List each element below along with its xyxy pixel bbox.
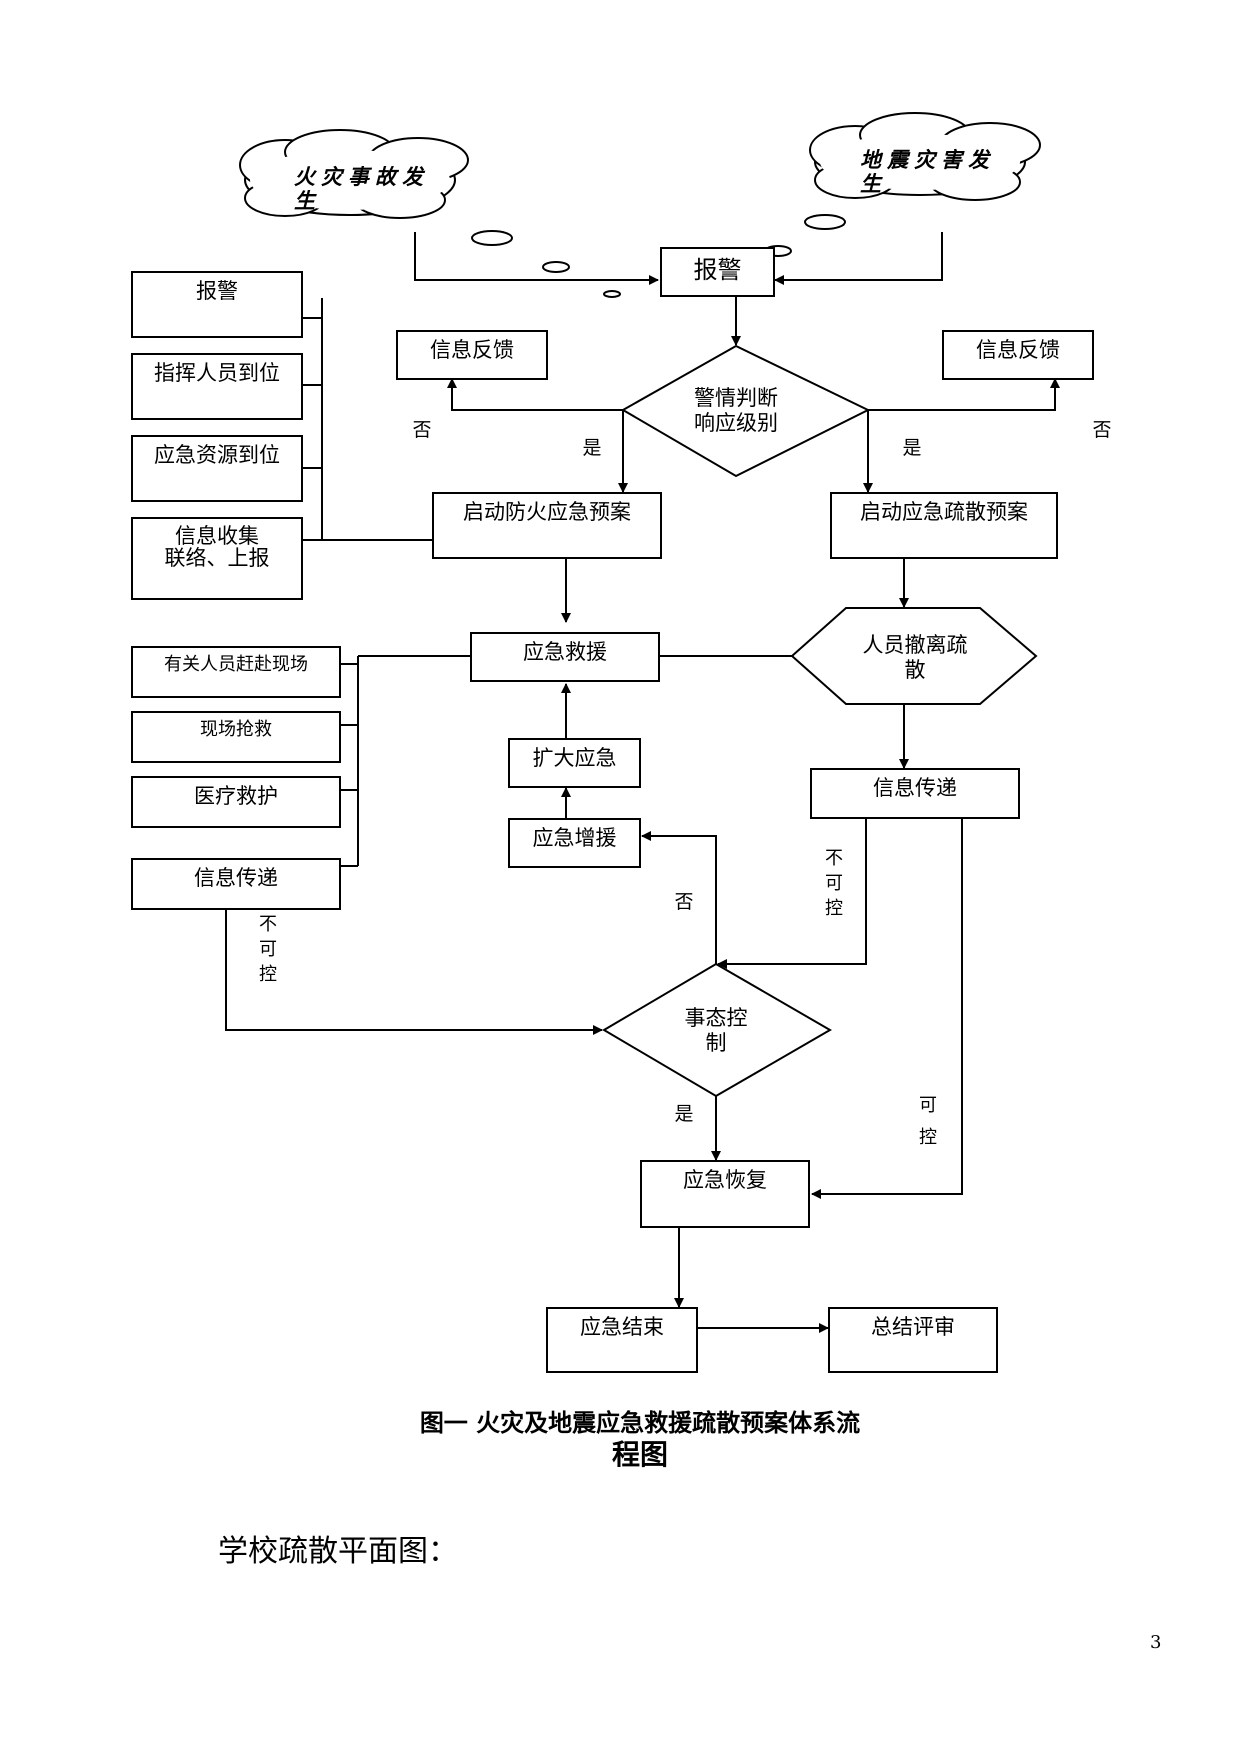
cloud-fire-shape bbox=[239, 129, 469, 219]
judge-diamond-label: 警情判断 响应级别 bbox=[694, 386, 778, 435]
figure-caption-line2: 程图 bbox=[611, 1438, 668, 1471]
info-relay-right-box: 信息传递 bbox=[810, 768, 1020, 819]
quake-event-cloud-label: 地震灾害发生 bbox=[860, 147, 995, 196]
label-uncontrollable-right: 不 可 控 bbox=[825, 848, 843, 919]
checklist-commanders: 指挥人员到位 bbox=[131, 353, 303, 420]
fire-plan-box: 启动防火应急预案 bbox=[432, 492, 662, 559]
label-controllable: 可 控 bbox=[919, 1095, 937, 1148]
figure-caption-line1: 图一 火灾及地震应急救援疏散预案体系流 bbox=[419, 1409, 861, 1437]
feedback-left-box: 信息反馈 bbox=[396, 330, 548, 380]
alarm-box: 报警 bbox=[660, 247, 775, 297]
recovery-box: 应急恢复 bbox=[640, 1160, 810, 1228]
evac-plan-box: 启动应急疏散预案 bbox=[830, 492, 1058, 559]
fire-event-cloud-label: 火灾事故发生 bbox=[294, 164, 429, 213]
expand-emergency-box: 扩大应急 bbox=[508, 738, 641, 788]
reinforce-box: 应急增援 bbox=[508, 818, 641, 868]
feedback-right-box: 信息反馈 bbox=[942, 330, 1094, 380]
action-onsite-rescue: 现场抢救 bbox=[131, 711, 341, 763]
rescue-box: 应急救援 bbox=[470, 632, 660, 682]
checklist-alarm: 报警 bbox=[131, 271, 303, 338]
label-yes-control: 是 bbox=[674, 1103, 694, 1125]
page-number: 3 bbox=[1150, 1632, 1162, 1653]
end-box: 应急结束 bbox=[546, 1307, 698, 1373]
review-box: 总结评审 bbox=[828, 1307, 998, 1373]
control-diamond-label: 事态控 制 bbox=[684, 1006, 748, 1055]
label-uncontrollable-left: 不 可 控 bbox=[259, 914, 277, 985]
checklist-resources: 应急资源到位 bbox=[131, 435, 303, 502]
cloud-quake-shape bbox=[809, 112, 1041, 201]
label-yes-left: 是 bbox=[582, 437, 602, 459]
label-no-left: 否 bbox=[412, 419, 432, 441]
label-no-control: 否 bbox=[674, 891, 694, 913]
action-rush-to-scene: 有关人员赶赴现场 bbox=[131, 646, 341, 698]
info-relay-left-box: 信息传递 bbox=[131, 858, 341, 910]
checklist-info-collect: 信息收集 联络、上报 bbox=[131, 517, 303, 600]
section-subheading: 学校疏散平面图： bbox=[218, 1534, 458, 1569]
label-yes-right: 是 bbox=[902, 437, 922, 459]
action-medical-care: 医疗救护 bbox=[131, 776, 341, 828]
evacuate-hexagon-label: 人员撤离疏 散 bbox=[862, 633, 968, 682]
label-no-right: 否 bbox=[1092, 419, 1112, 441]
